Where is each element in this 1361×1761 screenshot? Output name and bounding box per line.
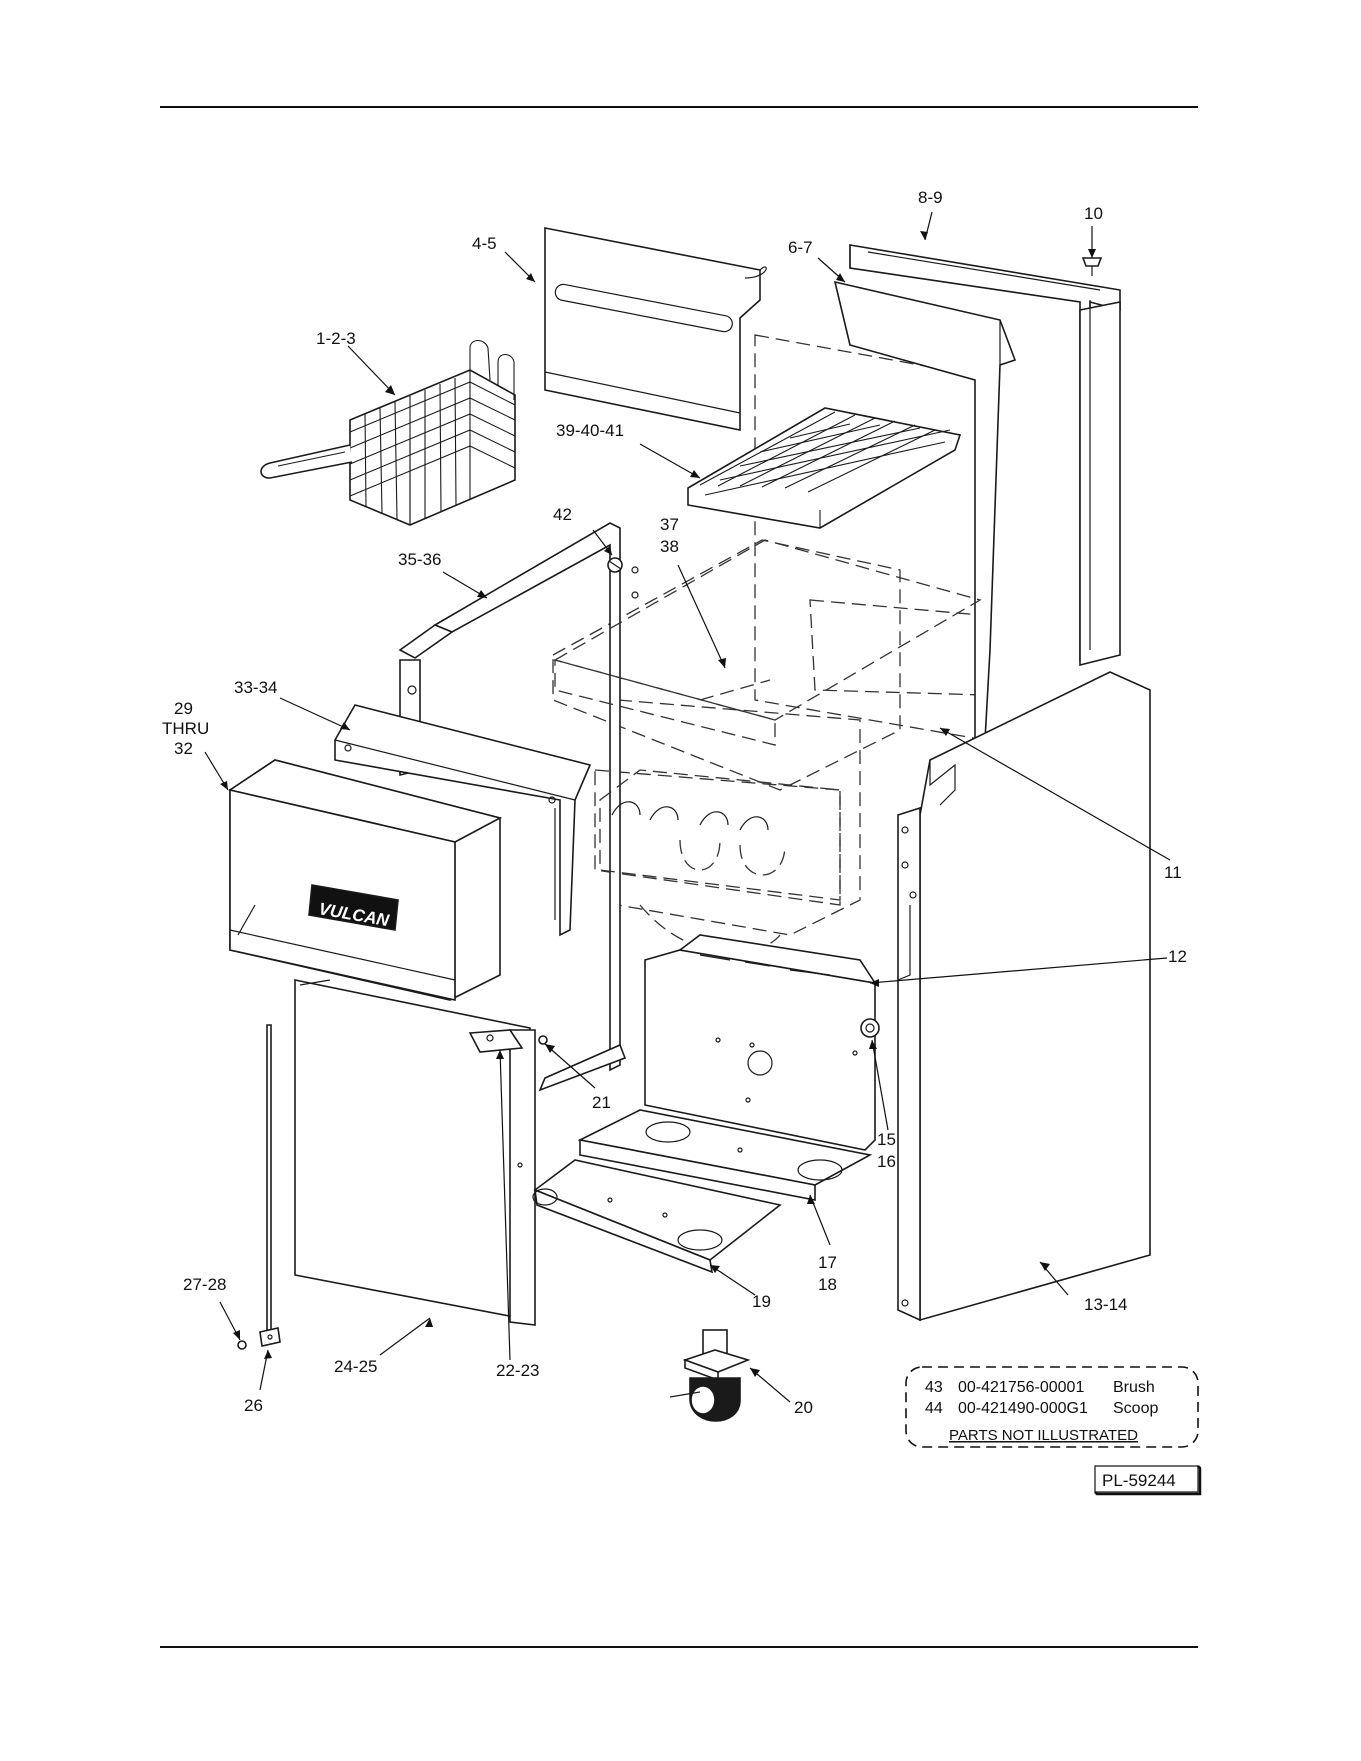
control-header-panel: VULCAN xyxy=(230,760,500,1000)
callout-24-25: 24-25 xyxy=(334,1357,377,1376)
drawing-id-box: PL-59244 xyxy=(1095,1466,1200,1494)
screw-10 xyxy=(1083,258,1101,276)
callout-38: 38 xyxy=(660,537,679,556)
pni-row-2-desc: Scoop xyxy=(1113,1400,1158,1417)
callout-29: 29 xyxy=(174,699,193,718)
callout-1-2-3: 1-2-3 xyxy=(316,329,356,348)
burner-assembly xyxy=(600,770,840,900)
callout-12: 12 xyxy=(1168,947,1187,966)
pni-row-1-item: 43 xyxy=(925,1379,943,1396)
parts-not-illustrated-box: 43 00-421756-00001 Brush 44 00-421490-00… xyxy=(906,1367,1198,1447)
screw-21 xyxy=(539,1036,547,1044)
callout-16: 16 xyxy=(877,1152,896,1171)
callout-6-7: 6-7 xyxy=(788,238,813,257)
callout-37: 37 xyxy=(660,515,679,534)
callout-4-5: 4-5 xyxy=(472,234,497,253)
pni-caption: PARTS NOT ILLUSTRATED xyxy=(949,1427,1138,1444)
fastener-42 xyxy=(608,558,622,572)
callout-15: 15 xyxy=(877,1130,896,1149)
pni-row-1-part-no: 00-421756-00001 xyxy=(958,1379,1084,1396)
callout-39-40-41: 39-40-41 xyxy=(556,421,624,440)
callout-20: 20 xyxy=(794,1398,813,1417)
callout-17: 17 xyxy=(818,1253,837,1272)
callout-21: 21 xyxy=(592,1093,611,1112)
callout-22-23: 22-23 xyxy=(496,1361,539,1380)
cabinet-side-panel xyxy=(898,672,1150,1320)
pni-row-2-item: 44 xyxy=(925,1400,943,1417)
callout-10: 10 xyxy=(1084,204,1103,223)
drawing-id: PL-59244 xyxy=(1102,1471,1176,1490)
callout-32: 32 xyxy=(174,739,193,758)
fry-basket xyxy=(261,341,515,526)
callout-26: 26 xyxy=(244,1396,263,1415)
callout-19: 19 xyxy=(752,1292,771,1311)
callout-13-14: 13-14 xyxy=(1084,1295,1127,1314)
callout-33-34: 33-34 xyxy=(234,678,277,697)
callout-42: 42 xyxy=(553,505,572,524)
callout-35-36: 35-36 xyxy=(398,550,441,569)
pni-row-2-part-no: 00-421490-000G1 xyxy=(958,1400,1088,1417)
callout-8-9: 8-9 xyxy=(918,188,943,207)
grommet xyxy=(861,1019,879,1037)
door-rod xyxy=(238,1025,280,1349)
callout-thru: THRU xyxy=(162,719,209,738)
callout-18: 18 xyxy=(818,1275,837,1294)
callout-11: 11 xyxy=(1164,863,1182,882)
caster xyxy=(670,1330,748,1421)
pni-row-1-desc: Brush xyxy=(1113,1379,1155,1396)
callout-27-28: 27-28 xyxy=(183,1275,226,1294)
flue-deflector xyxy=(545,228,766,430)
